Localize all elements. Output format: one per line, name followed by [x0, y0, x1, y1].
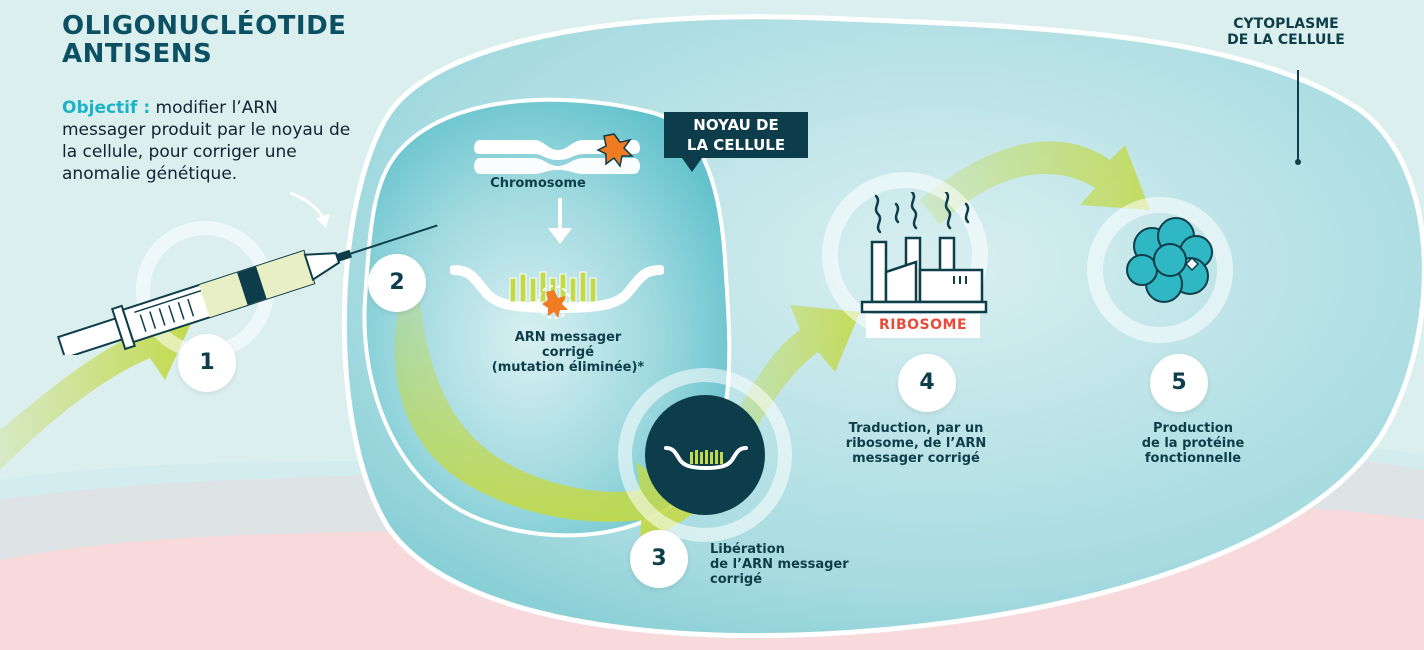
production-line-1: Production — [1153, 421, 1233, 436]
cytoplasm-label: CYTOPLASME DE LA CELLULE — [1186, 16, 1386, 48]
page-title: OLIGONUCLÉOTIDE ANTISENS — [62, 12, 346, 68]
mutation-star-icon — [596, 133, 634, 168]
arn-line-1: ARN messager — [514, 330, 622, 345]
title-line-2: ANTISENS — [62, 39, 213, 69]
title-line-1: OLIGONUCLÉOTIDE — [62, 11, 347, 41]
nucleus-label-box — [664, 112, 808, 158]
nucleus-label-notch — [682, 158, 702, 172]
arrow-step4 — [720, 305, 860, 450]
step-number-2: 2 — [368, 254, 426, 312]
ribosome-label-box — [866, 314, 980, 338]
arrow-step5 — [920, 141, 1150, 225]
cytoplasm-line-1: CYTOPLASME — [1233, 16, 1339, 32]
protein-icon — [1126, 217, 1213, 303]
mrna-small-icon — [664, 446, 748, 471]
halo-protein — [1087, 197, 1233, 343]
mrna-icon — [450, 265, 664, 319]
nucleus-label: NOYAU DE LA CELLULE — [664, 115, 808, 155]
production-label: Production de la protéine fonctionnelle — [1128, 421, 1258, 466]
traduction-line-2: ribosome, de l’ARN — [845, 436, 987, 451]
halo-mrna — [618, 368, 792, 542]
chromosome-icon — [474, 133, 640, 174]
nucleus-line-2: LA CELLULE — [686, 136, 786, 154]
traduction-line-1: Traduction, par un — [848, 421, 984, 436]
arrow-step3 — [394, 300, 702, 548]
liberation-line-1: Libération — [710, 542, 785, 557]
arrow-entry — [0, 310, 195, 470]
liberation-line-3: corrigé — [710, 572, 763, 587]
traduction-label: Traduction, par un ribosome, de l’ARN me… — [826, 421, 1006, 466]
traduction-line-3: messager corrigé — [852, 451, 980, 466]
arn-line-2: corrigé — [541, 345, 595, 360]
objective-label: Objectif : — [62, 98, 151, 118]
production-line-2: de la protéine — [1141, 436, 1245, 451]
arn-line-3: (mutation éliminée)* — [491, 360, 645, 375]
step-number-1: 1 — [178, 334, 236, 392]
objective-description: modifier l’ARN messager produit par le n… — [62, 98, 351, 184]
liberation-line-2: de l’ARN messager — [710, 557, 849, 572]
production-line-3: fonctionnelle — [1144, 451, 1242, 466]
mrna-corrected-label: ARN messager corrigé (mutation éliminée)… — [480, 330, 656, 375]
cytoplasm-line-2: DE LA CELLULE — [1227, 32, 1345, 48]
liberation-label: Libération de l’ARN messager corrigé — [710, 542, 910, 587]
nucleus-line-1: NOYAU DE — [693, 116, 779, 134]
syringe-icon — [56, 224, 438, 355]
step-number-3: 3 — [630, 530, 688, 588]
objective-text: Objectif : modifier l’ARN messager produ… — [62, 97, 362, 185]
chromosome-label: Chromosome — [490, 176, 586, 191]
step-number-5: 5 — [1150, 354, 1208, 412]
ribosome-label: RIBOSOME — [878, 317, 968, 333]
factory-icon — [860, 192, 988, 314]
step-number-4: 4 — [898, 354, 956, 412]
